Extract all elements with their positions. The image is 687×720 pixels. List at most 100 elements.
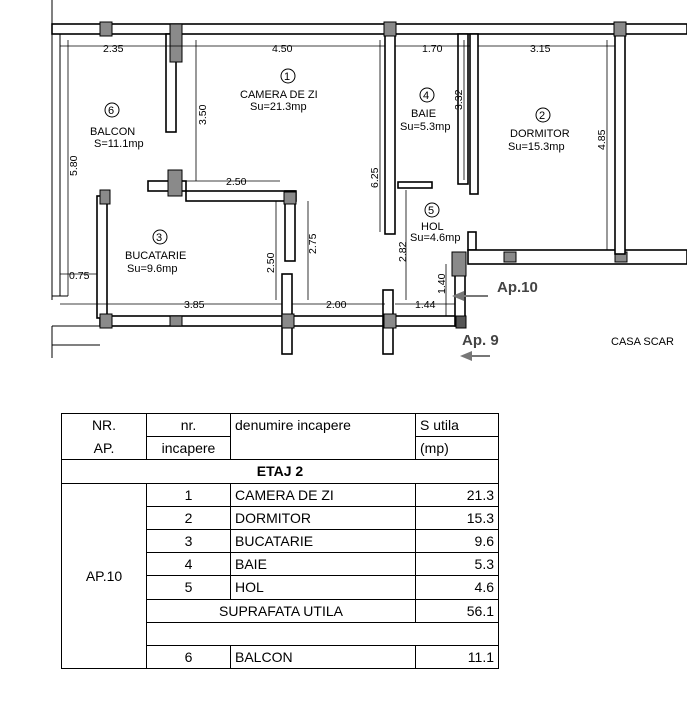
room-1-area: Su=21.3mp [250, 101, 307, 113]
bath-wall [457, 33, 469, 185]
apartment-label: AP.10 [61, 482, 147, 670]
row-1-name: CAMERA DE ZI [230, 482, 416, 507]
row-1-nr: 1 [146, 482, 231, 507]
header-nr-ap-1: NR. [61, 412, 147, 437]
column-bottom-mid [281, 313, 295, 329]
dim-label-385: 3.85 [184, 299, 205, 311]
row-5-name: HOL [230, 575, 416, 600]
svg-text:4: 4 [423, 90, 429, 102]
table-balcony-row: 6 BALCON 11.1 [62, 644, 499, 670]
dim-label-580: 5.80 [68, 155, 80, 176]
empty-cell [146, 621, 499, 646]
header-denumire-empty [230, 436, 416, 461]
dim-label-350: 3.50 [197, 104, 209, 125]
svg-text:1: 1 [284, 71, 290, 83]
dim-label-250h: 2.50 [226, 176, 247, 188]
column-bottom-right [383, 313, 397, 329]
svg-text:3: 3 [156, 232, 162, 244]
room-3-area: Su=9.6mp [127, 263, 177, 275]
column-top-left [99, 21, 113, 37]
dim-label-625: 6.25 [369, 167, 381, 188]
dim-label-450: 4.50 [272, 43, 293, 55]
header-nr-inc-1: nr. [146, 412, 231, 437]
column-top-mid [383, 21, 397, 37]
header-denumire: denumire incapere [230, 412, 416, 437]
kitchen-top-wall [147, 180, 187, 192]
table-row: 4 BAIE 5.3 [62, 552, 499, 577]
room-4-name: BAIE [411, 108, 436, 120]
top-wall [51, 23, 687, 35]
row-3-nr: 3 [146, 528, 231, 554]
ap10-label: Ap.10 [497, 279, 538, 296]
row-2-name: DORMITOR [230, 505, 416, 530]
row-5-area: 4.6 [415, 575, 499, 600]
row-1-area: 21.3 [415, 482, 499, 507]
header-su-2: (mp) [415, 436, 499, 461]
bath-bottom-wall [397, 181, 433, 189]
balcony-area: 11.1 [415, 644, 499, 670]
dim-label-200: 2.00 [326, 299, 347, 311]
room-6-area: S=11.1mp [94, 138, 144, 150]
dim-label-170: 1.70 [422, 43, 443, 55]
table-row: 2 DORMITOR 15.3 [62, 505, 499, 530]
ap9-arrow [460, 351, 490, 361]
table-empty-row [62, 621, 499, 646]
table-row: 5 HOL 4.6 [62, 575, 499, 600]
svg-text:5: 5 [428, 205, 434, 217]
total-label: SUPRAFATA UTILA [146, 598, 416, 623]
svg-text:2: 2 [539, 110, 545, 122]
row-2-nr: 2 [146, 505, 231, 530]
column-hall-bottom [455, 315, 467, 329]
area-table-container: NR. nr. denumire incapere S utila AP. in… [61, 412, 499, 670]
dim-label-282: 2.82 [397, 241, 409, 262]
stair-label: CASA SCAR [611, 336, 674, 348]
room-4-area: Su=5.3mp [400, 121, 450, 133]
dim-label-075: 0.75 [69, 270, 90, 282]
room-5-area: Su=4.6mp [410, 232, 460, 244]
dim-label-485: 4.85 [596, 129, 608, 150]
dim-label-315: 3.15 [530, 43, 551, 55]
room-2-name: DORMITOR [510, 128, 570, 140]
area-table: NR. nr. denumire incapere S utila AP. in… [61, 412, 499, 670]
column-kitchen [167, 169, 183, 197]
table-row: 3 BUCATARIE 9.6 [62, 528, 499, 554]
living-bath-wall [384, 33, 396, 235]
total-value: 56.1 [415, 598, 499, 623]
kitchen-top-wall-2 [185, 190, 297, 202]
row-4-area: 5.3 [415, 552, 499, 577]
bedroom-bottom-wall [467, 249, 687, 265]
row-2-area: 15.3 [415, 505, 499, 530]
row-4-nr: 4 [146, 552, 231, 577]
room-3-name: BUCATARIE [125, 250, 186, 262]
balcony-kitchen-wall [96, 195, 108, 319]
table-floor-row: ETAJ 2 [61, 459, 499, 484]
table-header-row-1: NR. nr. denumire incapere S utila [61, 412, 499, 437]
ap9-label: Ap. 9 [462, 332, 499, 349]
column-bottom-corner [99, 313, 113, 329]
room-5-name: HOL [421, 221, 444, 233]
row-5-nr: 5 [146, 575, 231, 600]
header-nr-inc-2: incapere [146, 436, 231, 461]
table-header-row-2: AP. incapere (mp) [61, 436, 499, 461]
column-kitchen-right [283, 191, 297, 205]
column-bedroom-bottom [503, 251, 517, 263]
floor-plan: 2.35 4.50 1.70 3.15 3.85 2.00 1.44 2.50 … [51, 0, 687, 361]
floor-label: ETAJ 2 [61, 459, 499, 484]
dim-label-332: 3.32 [453, 89, 465, 110]
dim-label-144: 1.44 [415, 299, 436, 311]
column-hall [451, 251, 467, 277]
header-su-1: S utila [415, 412, 499, 437]
column-kitchen-top [99, 189, 111, 205]
column-bottom-left [169, 315, 183, 327]
bedroom-left-wall [469, 33, 479, 195]
row-3-area: 9.6 [415, 528, 499, 554]
dim-label-140: 1.40 [436, 273, 448, 294]
room-3-label: 3 BUCATARIE Su=9.6mp [125, 229, 186, 275]
room-2-area: Su=15.3mp [508, 141, 565, 153]
table-row: AP.10 1 CAMERA DE ZI 21.3 [61, 482, 499, 670]
kitchen-right-wall [284, 190, 296, 262]
room-5-label: 5 HOL Su=4.6mp [410, 202, 460, 244]
column-top-right [613, 21, 627, 37]
room-4-label: 4 BAIE Su=5.3mp [400, 87, 450, 133]
room-6-name: BALCON [90, 126, 135, 138]
